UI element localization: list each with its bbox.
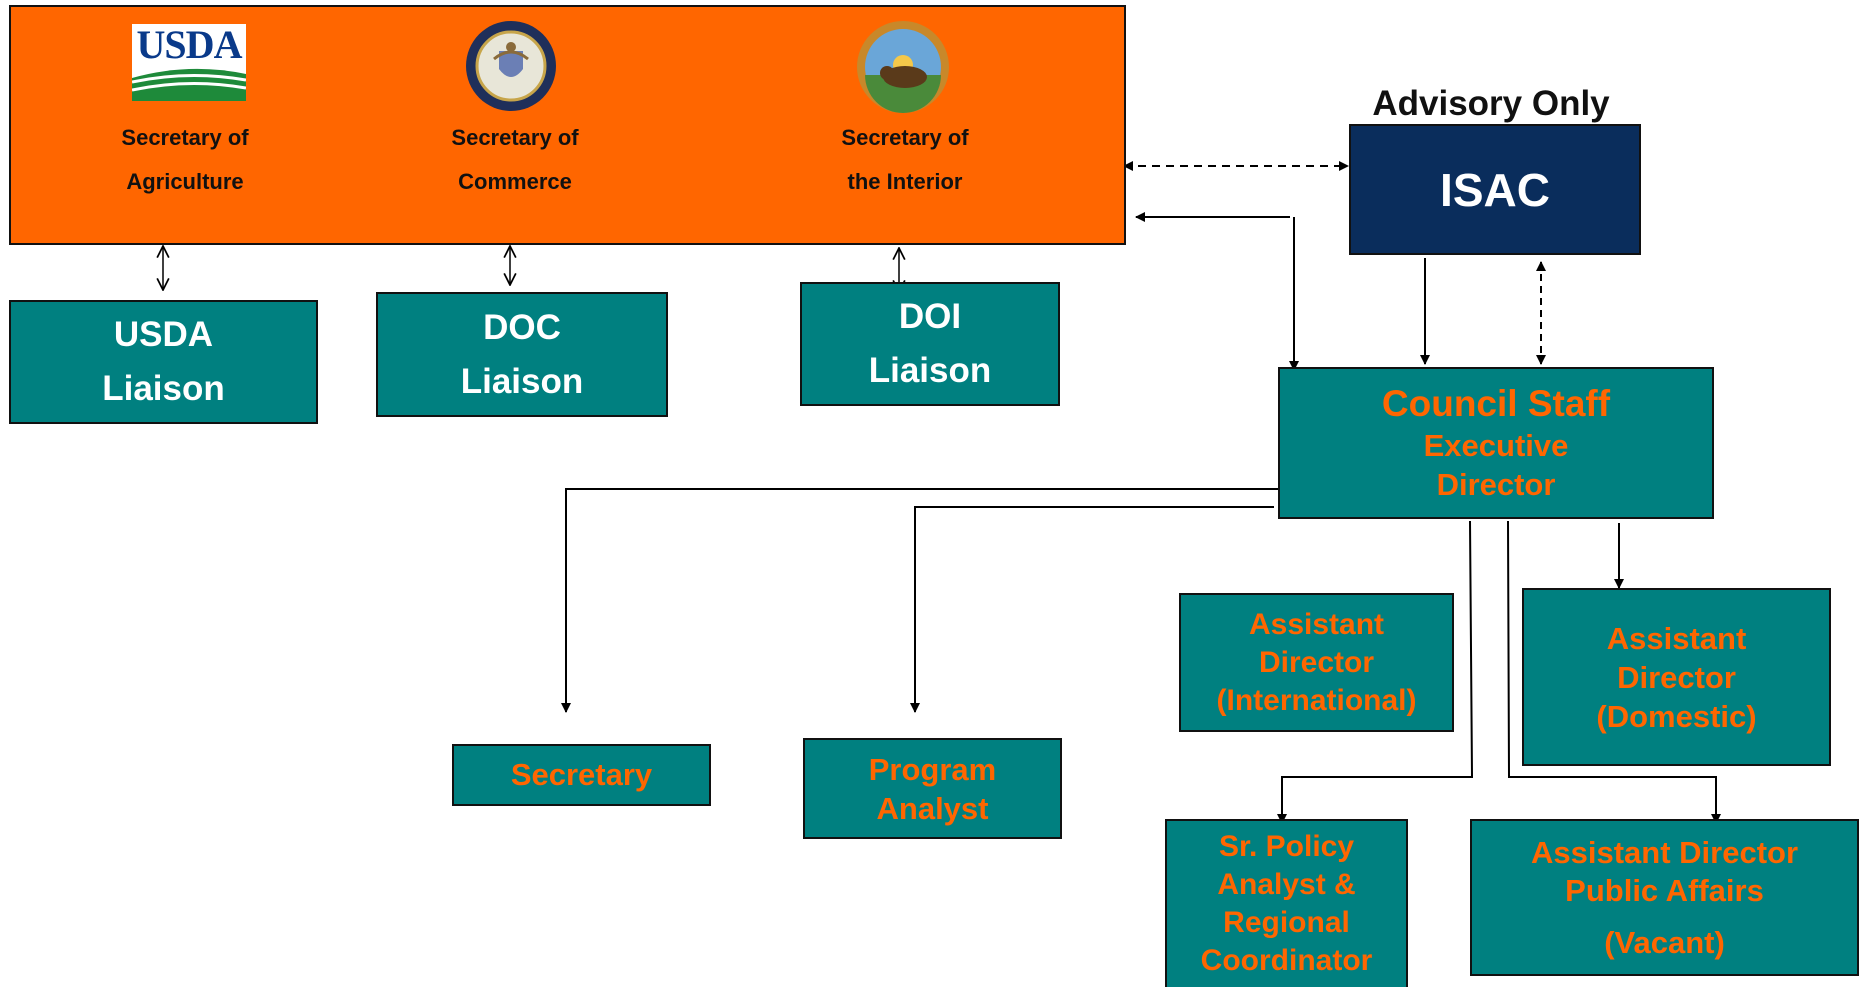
- program-analyst-line2: Analyst: [876, 790, 989, 826]
- sr-policy-analyst-box: Sr. Policy Analyst & Regional Coordinato…: [1165, 819, 1408, 987]
- sr-policy-line3: Regional: [1223, 906, 1350, 939]
- doc-liaison-line2: Liaison: [460, 361, 584, 401]
- program-analyst-line1: Program: [868, 751, 997, 787]
- ad-international-line2: Director: [1258, 645, 1375, 679]
- usda-liaison-line1: USDA: [113, 315, 214, 354]
- doi-liaison-line1: DOI: [898, 297, 962, 336]
- council-staff-box: Council Staff Executive Director: [1278, 367, 1714, 519]
- council-staff-line2: Executive: [1423, 428, 1569, 463]
- ad-international-line3: (International): [1216, 683, 1417, 717]
- doc-seal-icon: [464, 19, 558, 113]
- ad-public-affairs-line1: Assistant Director: [1530, 834, 1799, 870]
- council-to-program-analyst: [910, 506, 1274, 713]
- doi-seal-icon: [855, 19, 951, 115]
- doi-liaison-line2: Liaison: [868, 351, 992, 390]
- secretary-interior-label: Secretary of the Interior: [780, 116, 1030, 204]
- usda-logo: USDA: [132, 24, 246, 101]
- doi-liaison-box: DOI Liaison: [800, 282, 1060, 406]
- sr-policy-line1: Sr. Policy: [1218, 830, 1355, 863]
- usda-liaison-box: USDA Liaison: [9, 300, 318, 424]
- program-analyst-box: Program Analyst: [803, 738, 1062, 839]
- ad-public-affairs-line3: (Vacant): [1604, 924, 1725, 960]
- secretary-agriculture-label: Secretary of Agriculture: [60, 116, 310, 204]
- ad-international-box: Assistant Director (International): [1179, 593, 1454, 732]
- ad-domestic-line3: (Domestic): [1596, 698, 1757, 734]
- council-to-ad-public-affairs: [1507, 520, 1721, 824]
- usda-logo-text: USDA: [136, 24, 243, 67]
- doc-liaison-line1: DOC: [483, 307, 561, 347]
- ad-domestic-line2: Director: [1617, 659, 1736, 695]
- isac-label: ISAC: [1440, 163, 1550, 216]
- isac-box: ISAC: [1349, 124, 1641, 255]
- secretary-agriculture-line2: Agriculture: [126, 169, 244, 194]
- usda-liaison-line2: Liaison: [102, 369, 225, 408]
- doc-liaison-box: DOC Liaison: [376, 292, 668, 417]
- council-to-secretary: [561, 488, 1281, 713]
- council-to-sr-policy: [1277, 520, 1474, 824]
- secretary-interior-line1: Secretary of: [841, 125, 969, 150]
- ad-international-line1: Assistant: [1248, 607, 1385, 641]
- ad-domestic-box: Assistant Director (Domestic): [1522, 588, 1831, 766]
- ad-public-affairs-box: Assistant Director Public Affairs (Vacan…: [1470, 819, 1859, 976]
- sr-policy-line4: Coordinator: [1200, 944, 1373, 977]
- ad-public-affairs-line2: Public Affairs: [1565, 872, 1764, 908]
- ad-domestic-line1: Assistant: [1606, 620, 1747, 656]
- sr-policy-line2: Analyst &: [1217, 868, 1356, 901]
- advisory-only-caption: Advisory Only: [1372, 84, 1610, 123]
- secretary-commerce-label: Secretary of Commerce: [390, 116, 640, 204]
- secretary-label: Secretary: [510, 757, 653, 792]
- secretary-box: Secretary: [452, 744, 711, 806]
- council-staff-line3: Director: [1436, 467, 1556, 502]
- secretary-commerce-line2: Commerce: [458, 169, 572, 194]
- secretary-commerce-line1: Secretary of: [451, 125, 579, 150]
- secretary-interior-line2: the Interior: [847, 169, 963, 194]
- secretary-agriculture-line1: Secretary of: [121, 125, 249, 150]
- usda-hills-icon: [132, 68, 246, 101]
- council-staff-title: Council Staff: [1381, 383, 1611, 424]
